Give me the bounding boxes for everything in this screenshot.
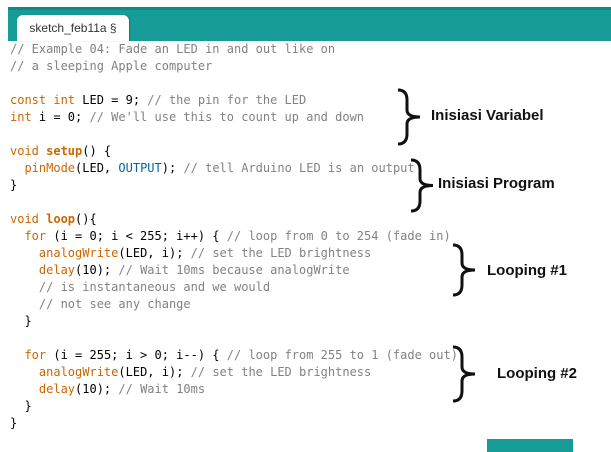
code-line: int i = 0; // We'll use this to count up… <box>10 109 458 126</box>
code-line: pinMode(LED, OUTPUT); // tell Arduino LE… <box>10 160 458 177</box>
code-token: } <box>10 314 32 328</box>
code-line: analogWrite(LED, i); // set the LED brig… <box>10 364 458 381</box>
code-token: ); <box>161 161 184 175</box>
code-token: // set the LED brightness <box>190 365 372 379</box>
code-line <box>10 75 458 92</box>
code-token: // the pin for the LED <box>147 93 307 107</box>
code-token: (LED, i); <box>118 246 191 260</box>
code-line: const int LED = 9; // the pin for the LE… <box>10 92 458 109</box>
code-line: // not see any change <box>10 296 458 313</box>
code-token: // Wait 10ms <box>118 382 206 396</box>
code-token: } <box>10 416 18 430</box>
code-token: // loop from 255 to 1 (fade out) <box>226 348 458 362</box>
code-line: delay(10); // Wait 10ms because analogWr… <box>10 262 458 279</box>
code-token: delay <box>38 263 76 277</box>
code-token: // Wait 10ms because analogWrite <box>118 263 350 277</box>
curly-brace-inisiasi-variabel <box>397 88 421 146</box>
code-token: () { <box>82 144 112 158</box>
code-token: // tell Arduino LED is an output <box>183 161 415 175</box>
code-line: // is instantaneous and we would <box>10 279 458 296</box>
code-token: // loop from 0 to 254 (fade in) <box>226 229 451 243</box>
code-token <box>10 382 39 396</box>
code-line: } <box>10 313 458 330</box>
code-token: // set the LED brightness <box>190 246 372 260</box>
annotation-inisiasi-program: Inisiasi Program <box>438 175 555 192</box>
code-token <box>10 263 39 277</box>
code-token <box>10 246 39 260</box>
ide-tab-bar: sketch_feb11a § <box>8 7 611 41</box>
code-line: delay(10); // Wait 10ms <box>10 381 458 398</box>
code-token: for <box>24 348 47 362</box>
code-token: LED = 9; <box>75 93 148 107</box>
code-token: (LED, i); <box>118 365 191 379</box>
code-token: (10); <box>75 263 119 277</box>
code-line: } <box>10 398 458 415</box>
code-token: // Example 04: Fade an LED in and out li… <box>10 42 336 56</box>
code-token: const int <box>10 93 76 107</box>
code-line: for (i = 0; i < 255; i++) { // loop from… <box>10 228 458 245</box>
code-token: i = 0; <box>31 110 90 124</box>
code-token: } <box>10 399 32 413</box>
code-token: int <box>10 110 32 124</box>
code-token: (i = 0; i < 255; i++) { <box>46 229 227 243</box>
code-line: void setup() { <box>10 143 458 160</box>
annotation-inisiasi-variabel: Inisiasi Variabel <box>431 107 544 124</box>
code-token: // We'll use this to count up and down <box>89 110 365 124</box>
code-token: void <box>10 212 47 226</box>
code-editor[interactable]: // Example 04: Fade an LED in and out li… <box>10 41 458 432</box>
curly-brace-looping-2 <box>452 345 476 403</box>
curly-brace-looping-1 <box>452 243 476 297</box>
code-token: (){ <box>75 212 97 226</box>
code-token: loop <box>46 212 76 226</box>
code-line <box>10 126 458 143</box>
annotation-looping-2: Looping #2 <box>497 365 577 382</box>
code-line: // Example 04: Fade an LED in and out li… <box>10 41 458 58</box>
code-line: } <box>10 415 458 432</box>
annotation-looping-1: Looping #1 <box>487 262 567 279</box>
code-token <box>10 229 24 243</box>
tab-sketch[interactable]: sketch_feb11a § <box>17 15 129 41</box>
code-token: delay <box>38 382 76 396</box>
code-token: (LED, <box>75 161 119 175</box>
code-token: analogWrite <box>38 246 119 260</box>
code-token <box>10 365 39 379</box>
code-token: OUTPUT <box>118 161 162 175</box>
code-line: } <box>10 177 458 194</box>
tab-label: sketch_feb11a § <box>29 21 117 35</box>
code-line: // a sleeping Apple computer <box>10 58 458 75</box>
code-token: // is instantaneous and we would <box>38 280 271 294</box>
code-token: for <box>24 229 47 243</box>
status-bar-fragment <box>487 439 573 452</box>
code-token: (i = 255; i > 0; i--) { <box>46 348 227 362</box>
code-line: analogWrite(LED, i); // set the LED brig… <box>10 245 458 262</box>
code-token: } <box>10 178 18 192</box>
code-token <box>10 161 24 175</box>
code-token <box>10 280 39 294</box>
code-line: for (i = 255; i > 0; i--) { // loop from… <box>10 347 458 364</box>
code-token: pinMode <box>24 161 76 175</box>
code-line <box>10 330 458 347</box>
curly-brace-inisiasi-program <box>410 158 434 213</box>
code-token: void <box>10 144 47 158</box>
code-token: analogWrite <box>38 365 119 379</box>
code-token: setup <box>46 144 83 158</box>
code-token: // a sleeping Apple computer <box>10 59 213 73</box>
code-line <box>10 194 458 211</box>
code-token <box>10 297 39 311</box>
code-token: // not see any change <box>38 297 191 311</box>
code-token <box>10 348 24 362</box>
code-line: void loop(){ <box>10 211 458 228</box>
code-token: (10); <box>75 382 119 396</box>
